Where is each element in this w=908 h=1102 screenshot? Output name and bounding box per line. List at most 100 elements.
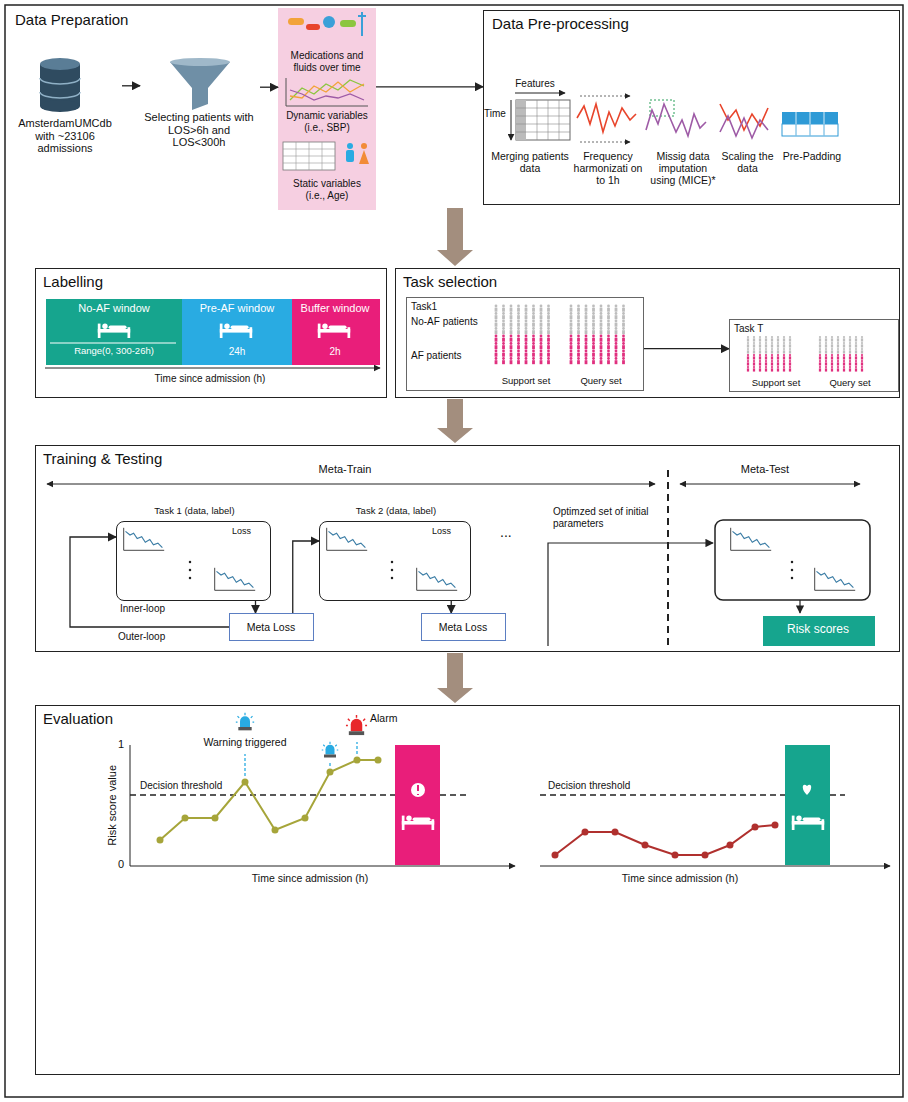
patient-figures bbox=[600, 360, 603, 364]
connector-arrow bbox=[293, 541, 319, 613]
patient-figures bbox=[855, 336, 857, 342]
patient-figures bbox=[759, 360, 761, 362]
patient-figures bbox=[615, 338, 618, 342]
plain-label: Decision threshold bbox=[548, 780, 658, 792]
patient-figures bbox=[585, 320, 588, 327]
plain-label: Scaling the data bbox=[720, 150, 775, 174]
patient-figures bbox=[607, 357, 610, 364]
patient-figures bbox=[532, 315, 535, 319]
patient-figures bbox=[592, 327, 595, 330]
patient-figures bbox=[849, 348, 851, 350]
patient-figures bbox=[510, 320, 513, 323]
meta-test-box bbox=[715, 520, 870, 600]
dynamic-chart-icon bbox=[290, 80, 364, 100]
database-node: AmsterdamUMCdb with ~23106 admissions bbox=[10, 55, 122, 165]
patient-figures bbox=[510, 305, 513, 308]
patient-figures bbox=[540, 320, 543, 327]
dynamic-chart-icon bbox=[290, 90, 364, 100]
connector-arrow bbox=[376, 86, 483, 87]
patient-figures bbox=[495, 323, 498, 327]
patient-figures bbox=[759, 354, 761, 356]
patient-figures bbox=[765, 342, 767, 348]
patient-figures bbox=[607, 305, 610, 308]
patient-figures bbox=[577, 312, 580, 319]
patient-figures bbox=[849, 344, 851, 347]
patient-figures bbox=[600, 312, 603, 319]
patient-figures bbox=[495, 320, 498, 323]
node-text: 2h bbox=[292, 346, 378, 358]
patient-figures bbox=[615, 327, 618, 330]
patient-figures bbox=[831, 368, 833, 371]
patient-figures bbox=[502, 350, 505, 357]
patient-figures bbox=[502, 327, 505, 330]
patient-figures bbox=[759, 366, 761, 368]
patient-figures bbox=[777, 360, 779, 362]
patient-figures bbox=[759, 356, 761, 359]
patient-figures bbox=[753, 356, 755, 359]
patient-figures bbox=[540, 357, 543, 364]
patient-figures bbox=[849, 368, 851, 371]
patient-figures bbox=[547, 305, 550, 308]
patient-figures bbox=[759, 360, 761, 366]
patient-figures bbox=[517, 350, 520, 357]
patient-figures bbox=[777, 348, 779, 350]
patient-figures bbox=[747, 342, 749, 344]
patient-figures bbox=[843, 354, 845, 360]
patient-figures bbox=[777, 336, 779, 342]
patient-figures bbox=[777, 344, 779, 347]
patient-figures bbox=[789, 348, 791, 354]
node-fill bbox=[278, 8, 376, 210]
patient-figures bbox=[615, 330, 618, 334]
patient-figures bbox=[532, 357, 535, 364]
patient-figures bbox=[825, 354, 827, 356]
patient-figures bbox=[753, 354, 755, 356]
patient-figures bbox=[517, 330, 520, 334]
patient-figures bbox=[570, 323, 573, 327]
patient-figures bbox=[861, 342, 863, 344]
patient-figures bbox=[849, 350, 851, 353]
patient-figures bbox=[783, 362, 785, 365]
patient-figures bbox=[622, 353, 625, 357]
patient-figures bbox=[622, 308, 625, 312]
node-text: Support set bbox=[491, 376, 561, 387]
patient-figures bbox=[502, 350, 505, 353]
patient-figures bbox=[525, 315, 528, 319]
static-table-icon bbox=[283, 142, 335, 170]
patient-figures bbox=[495, 327, 498, 330]
node-heading: No-AF window bbox=[46, 302, 182, 315]
patient-figures bbox=[825, 350, 827, 353]
patient-figures bbox=[570, 342, 573, 349]
patient-figures bbox=[825, 342, 827, 344]
patient-figures bbox=[747, 366, 749, 368]
patient-figures bbox=[622, 345, 625, 349]
window-band: Pre-AF window24h bbox=[182, 299, 294, 365]
flow-arrow bbox=[437, 653, 473, 703]
patient-figures bbox=[747, 366, 749, 372]
patient-figures bbox=[600, 342, 603, 349]
patient-figures bbox=[819, 336, 821, 342]
static-table-icon bbox=[283, 142, 369, 170]
patient-figures bbox=[819, 342, 821, 344]
variables-box: Medications and fluids over timeDynamic … bbox=[278, 8, 376, 210]
patient-figures bbox=[517, 308, 520, 312]
patient-figures bbox=[759, 342, 761, 348]
patient-figures bbox=[831, 366, 833, 372]
process-panel: Training & TestingTask 1 (data, label)Lo… bbox=[35, 445, 900, 652]
patient-figures bbox=[540, 312, 543, 315]
risk-chart-af bbox=[212, 815, 219, 822]
patient-figures bbox=[540, 350, 543, 353]
patient-figures bbox=[577, 338, 580, 342]
node-heading: Data Pre-processing bbox=[492, 15, 712, 32]
risk-chart-af bbox=[346, 715, 367, 735]
patient-figures bbox=[837, 344, 839, 347]
patient-figures bbox=[600, 350, 603, 357]
patient-figures bbox=[600, 353, 603, 357]
patient-figures bbox=[622, 338, 625, 342]
patient-figures bbox=[570, 327, 573, 330]
patient-figures bbox=[783, 344, 785, 347]
patient-figures bbox=[831, 360, 833, 362]
patient-figures bbox=[600, 327, 603, 330]
patient-figures bbox=[585, 327, 588, 330]
patient-figures bbox=[831, 356, 833, 359]
